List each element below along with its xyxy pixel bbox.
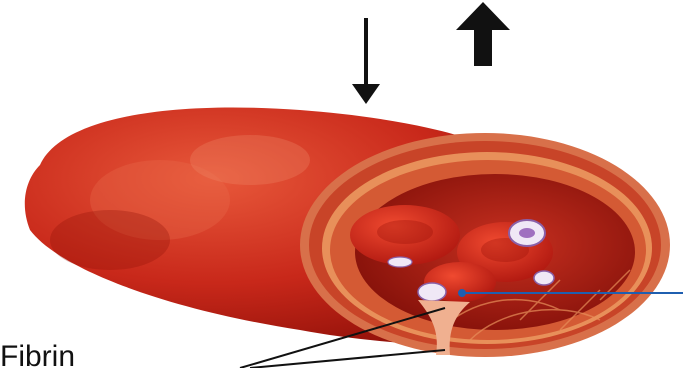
thick-up-arrow-icon	[456, 2, 510, 66]
platelet	[388, 257, 412, 267]
platelet	[418, 283, 446, 301]
thin-down-arrow-icon	[352, 18, 380, 104]
blood-vessel	[25, 107, 670, 357]
platelet	[534, 271, 554, 285]
